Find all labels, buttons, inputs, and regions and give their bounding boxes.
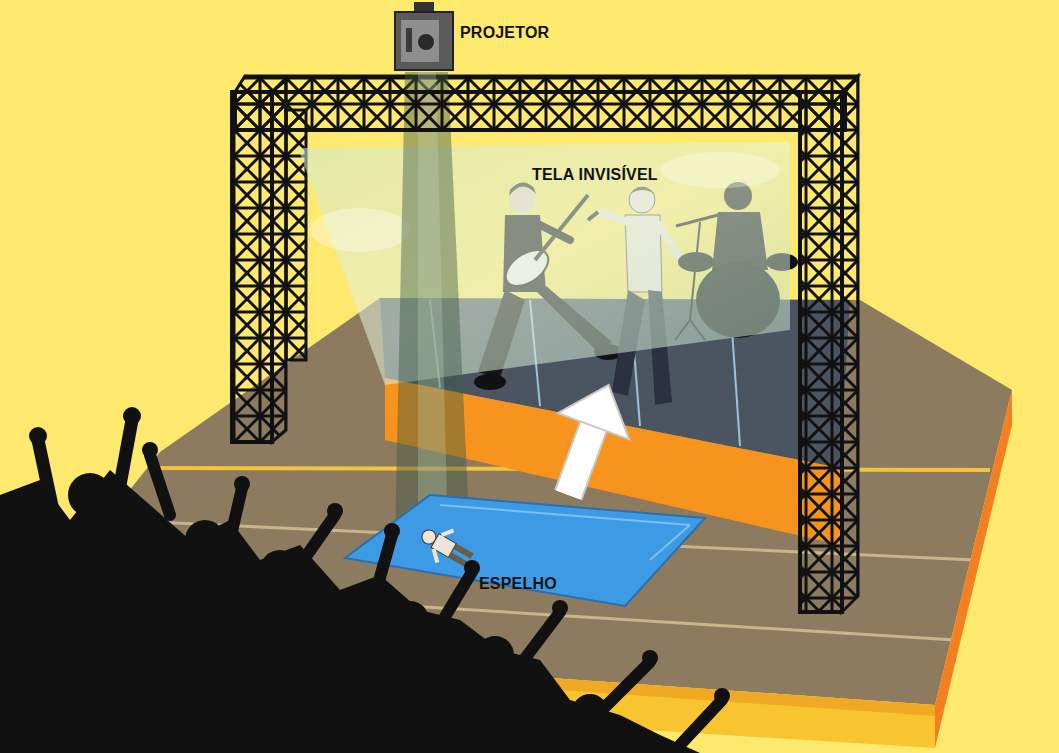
mirror-reflection-part <box>453 544 473 559</box>
projector-beam-part <box>418 72 448 540</box>
crowd-silhouette-part <box>375 535 392 595</box>
invisible-screen-part <box>298 142 790 385</box>
crowd-silhouette-part <box>185 520 225 560</box>
crowd-silhouette-part <box>234 476 250 492</box>
crowd-silhouette-part <box>391 601 429 639</box>
arrow-head <box>558 385 629 439</box>
crowd-silhouette-part <box>642 650 658 666</box>
back-truss-part <box>235 76 858 92</box>
crowd-silhouette-part <box>464 560 480 576</box>
crowd-silhouette-part <box>714 688 730 704</box>
mirror-part <box>650 525 690 560</box>
back-truss-part <box>286 110 306 360</box>
mirror-reflection-part <box>442 526 454 539</box>
projector-symbol-part <box>395 12 453 70</box>
crowd-silhouette-part <box>0 470 700 753</box>
projector-beam <box>395 72 470 540</box>
front-truss-part <box>235 92 845 130</box>
crowd-silhouette-part <box>29 427 47 445</box>
invisible-screen-part <box>660 152 780 188</box>
projector-symbol-part <box>401 20 439 62</box>
crowd-silhouette-part <box>384 523 400 539</box>
front-truss-part <box>842 76 858 612</box>
mirror-part <box>440 505 690 525</box>
part-label: ESPELHO <box>479 575 557 593</box>
projector-symbol-part <box>406 28 412 52</box>
lower-deck-part <box>935 390 1012 748</box>
crowd-silhouette-part <box>440 572 472 625</box>
arrow-outline <box>568 423 595 495</box>
arrow-shaft <box>568 423 595 495</box>
crowd-silhouette-part <box>38 440 55 520</box>
mirror <box>345 495 705 606</box>
crowd-silhouette-part <box>572 694 608 730</box>
front-truss-part <box>800 92 842 612</box>
mirror-reflection-part <box>429 549 443 563</box>
projector-symbol-part <box>418 34 434 50</box>
crowd-silhouette-part <box>120 420 132 485</box>
mirror-part <box>345 495 705 606</box>
crowd-silhouette-part <box>68 473 112 517</box>
part-label: TELA INVISÍVEL <box>532 166 658 184</box>
invisible-screen <box>298 142 790 385</box>
projector-beam-part <box>395 72 470 540</box>
light-path-arrow <box>558 385 629 495</box>
crowd-silhouette-part <box>260 550 300 590</box>
crowd-silhouette <box>0 407 730 753</box>
crowd-silhouette-part <box>123 407 141 425</box>
crowd-silhouette-part <box>150 455 170 515</box>
crowd-silhouette-part <box>520 612 560 665</box>
projector-symbol <box>395 2 453 70</box>
crowd-silhouette-part <box>680 700 722 745</box>
band-guitarist-part <box>474 374 506 390</box>
crowd-silhouette-part <box>600 662 650 712</box>
invisible-screen-part <box>310 208 410 252</box>
projector-label-box: PROJETOR <box>458 21 578 47</box>
part-label: PROJETOR <box>460 24 549 42</box>
front-truss <box>232 76 858 612</box>
front-truss-part <box>272 80 286 442</box>
crowd-silhouette-part <box>476 636 514 674</box>
crowd-silhouette-part <box>142 442 158 458</box>
crowd-silhouette-part <box>300 515 335 565</box>
invisible-screen-box: TELA INVISÍVEL <box>300 142 790 385</box>
crowd-silhouette-part <box>230 488 242 540</box>
crowd-silhouette-part <box>327 503 343 519</box>
front-truss-part <box>232 92 272 442</box>
mirror-box: ESPELHO <box>345 495 705 606</box>
crowd-silhouette-part <box>552 600 568 616</box>
